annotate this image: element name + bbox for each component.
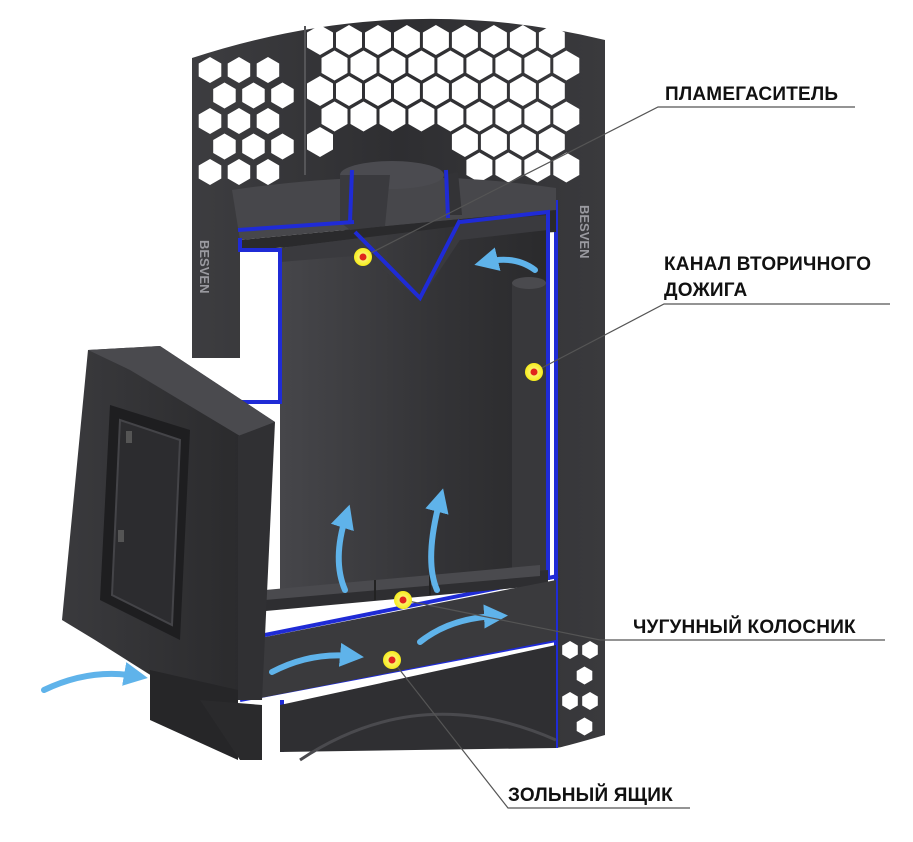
label-flame-arrester: ПЛАМЕГАСИТЕЛЬ (665, 84, 839, 105)
hexagon-hole (350, 50, 377, 81)
hexagon-hole (562, 692, 578, 710)
hexagon-hole (336, 76, 362, 106)
brand-mark-left: BESVEN (197, 240, 212, 293)
hexagon-hole (553, 101, 580, 132)
hexagon-hole (576, 666, 593, 685)
hexagon-hole (509, 76, 536, 106)
hexagon-hole (394, 76, 420, 106)
hexagon-hole (271, 133, 294, 160)
hexagon-hole (437, 50, 464, 81)
hexagon-hole (321, 50, 348, 81)
hexagon-hole (408, 50, 435, 81)
hexagon-hole (365, 76, 391, 106)
hexagon-hole (213, 133, 236, 160)
hexagon-perforations (198, 25, 598, 736)
hexagon-hole (451, 76, 478, 106)
hexagon-hole (451, 25, 478, 55)
hexagon-hole (242, 133, 265, 160)
airflow-secondary-arrow (474, 247, 538, 273)
hexagon-hole (422, 76, 449, 106)
label-grate: ЧУГУННЫЙ КОЛОСНИК (633, 617, 856, 638)
hexagon-hole (495, 50, 522, 81)
hexagon-hole (394, 25, 420, 55)
hexagon-hole (350, 101, 377, 132)
hexagon-hole (480, 76, 507, 106)
leader-ash-box (391, 659, 690, 809)
hexagon-hole (379, 101, 406, 132)
furnace-door (62, 346, 275, 760)
hexagon-hole (509, 25, 536, 55)
hexagon-hole (466, 152, 493, 183)
grate (255, 565, 548, 612)
marker-grate (394, 591, 412, 609)
callout-markers (354, 248, 543, 669)
hexagon-hole (437, 101, 464, 132)
hexagon-hole (256, 159, 280, 185)
hexagon-hole (538, 25, 565, 55)
hexagon-hole (451, 127, 478, 157)
leader-secondary-channel (533, 303, 890, 373)
hexagon-hole (466, 50, 493, 81)
hexagon-hole (582, 641, 598, 659)
hexagon-hole (538, 76, 565, 106)
hexagon-hole (509, 127, 536, 157)
hexagon-hole (582, 692, 598, 710)
hexagon-hole (524, 101, 551, 132)
hexagon-hole (307, 127, 333, 157)
hexagon-hole (576, 717, 593, 736)
hexagon-hole (379, 50, 406, 81)
hexagon-hole (256, 108, 280, 134)
hexagon-hole (321, 101, 348, 132)
hexagon-hole (198, 159, 222, 185)
hexagon-hole (562, 641, 578, 659)
label-secondary-channel-line1: КАНАЛ ВТОРИЧНОГО (664, 254, 872, 275)
hexagon-hole (524, 50, 551, 81)
hexagon-hole (408, 101, 435, 132)
marker-flame-arrester (354, 248, 372, 266)
firebox-chamber (280, 161, 548, 590)
hexagon-hole (227, 108, 251, 134)
hexagon-hole (553, 50, 580, 81)
hexagon-hole (524, 152, 551, 183)
hexagon-hole (227, 57, 251, 83)
marker-ash-box (383, 651, 401, 669)
leader-flame-arrester (362, 106, 855, 258)
hexagon-hole (307, 25, 333, 55)
hexagon-hole (422, 25, 449, 55)
ash-chamber (250, 580, 557, 762)
leader-lines (362, 106, 890, 809)
hexagon-hole (198, 108, 222, 134)
hexagon-hole (307, 76, 333, 106)
hexagon-hole (336, 25, 362, 55)
hexagon-hole (256, 57, 280, 83)
hexagon-hole (495, 101, 522, 132)
leader-grate (402, 599, 885, 641)
label-ash-box: ЗОЛЬНЫЙ ЯЩИК (508, 785, 673, 806)
airflow-grate-arrow (330, 504, 354, 593)
hexagon-hole (213, 82, 236, 109)
hexagon-hole (538, 127, 565, 157)
airflow-ash-arrow (269, 642, 364, 675)
label-secondary-channel-line2: ДОЖИГА (664, 280, 748, 301)
hexagon-hole (466, 101, 493, 132)
airflow-grate-arrow-2 (425, 488, 449, 593)
hexagon-hole (365, 25, 391, 55)
hexagon-hole (271, 82, 294, 109)
hexagon-hole (227, 159, 251, 185)
hexagon-hole (242, 82, 265, 109)
marker-secondary-channel (525, 363, 543, 381)
airflow-intake-arrow (41, 662, 148, 693)
hexagon-hole (495, 152, 522, 183)
hexagon-hole (198, 57, 222, 83)
hexagon-hole (553, 152, 580, 183)
brand-mark-right: BESVEN (577, 205, 592, 258)
hexagon-hole (480, 25, 507, 55)
hexagon-hole (480, 127, 507, 157)
